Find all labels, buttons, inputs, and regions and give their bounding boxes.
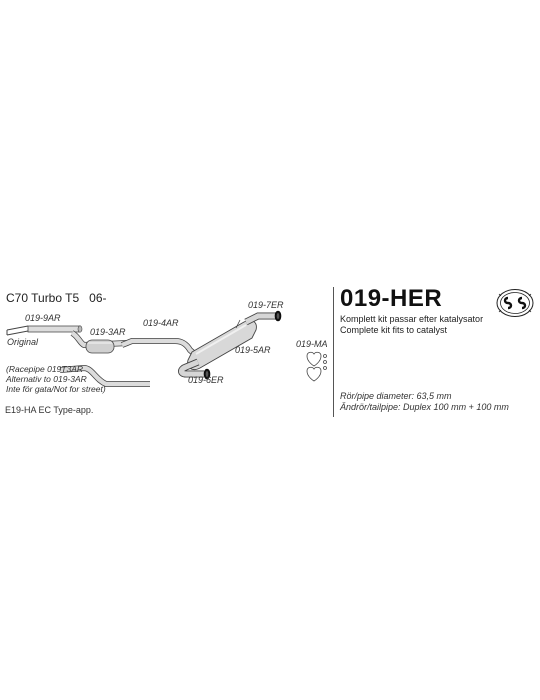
- part-label-9ar: 019-9AR: [25, 313, 61, 323]
- mounting-kit-icon: [306, 351, 327, 382]
- part-label-4ar: 019-4AR: [143, 318, 179, 328]
- racepipe-note-line3: Inte för gata/Not for street): [6, 384, 106, 394]
- pipe-9ar: [27, 325, 83, 333]
- racepipe-note: (Racepipe 019T3AR Alternativ to 019-3AR …: [6, 364, 106, 394]
- approval-text: E19-HA EC Type-app.: [5, 405, 94, 415]
- kit-description-se: Komplett kit passar efter katalysator: [340, 314, 484, 324]
- tailpipe-icon: [244, 310, 282, 326]
- part-label-7er: 019-7ER: [248, 300, 284, 310]
- part-label-ma: 019-MA: [296, 339, 328, 349]
- middle-muffler-icon: [85, 339, 115, 354]
- model-title: C70 Turbo T5 06-: [6, 291, 107, 305]
- divider: [333, 287, 334, 417]
- part-label-6er: 019-6ER: [188, 375, 224, 385]
- model-years: 06-: [89, 291, 107, 305]
- part-label-3ar: 019-3AR: [90, 327, 126, 337]
- kit-description-en: Complete kit fits to catalyst: [340, 325, 448, 335]
- original-pipe-icon: [6, 325, 29, 336]
- model-name: C70 Turbo T5: [6, 291, 80, 305]
- original-label: Original: [7, 337, 39, 347]
- kit-number: 019-HER: [340, 285, 443, 312]
- racepipe-note-line1: (Racepipe 019T3AR: [6, 364, 84, 374]
- tailpipe-icon-lower: [178, 358, 211, 380]
- part-label-5ar: 019-5AR: [235, 345, 271, 355]
- quality-seal-icon: [496, 289, 534, 317]
- racepipe-note-line2: Alternativ to 019-3AR: [6, 374, 87, 384]
- racepipe: [59, 364, 150, 387]
- tailpipe-spec: Ändrör/tailpipe: Duplex 100 mm + 100 mm: [340, 402, 509, 412]
- pipe-4ar: [120, 338, 199, 359]
- pipe-diameter: Rör/pipe diameter: 63,5 mm: [340, 391, 452, 401]
- pipe-3ar: [70, 330, 129, 354]
